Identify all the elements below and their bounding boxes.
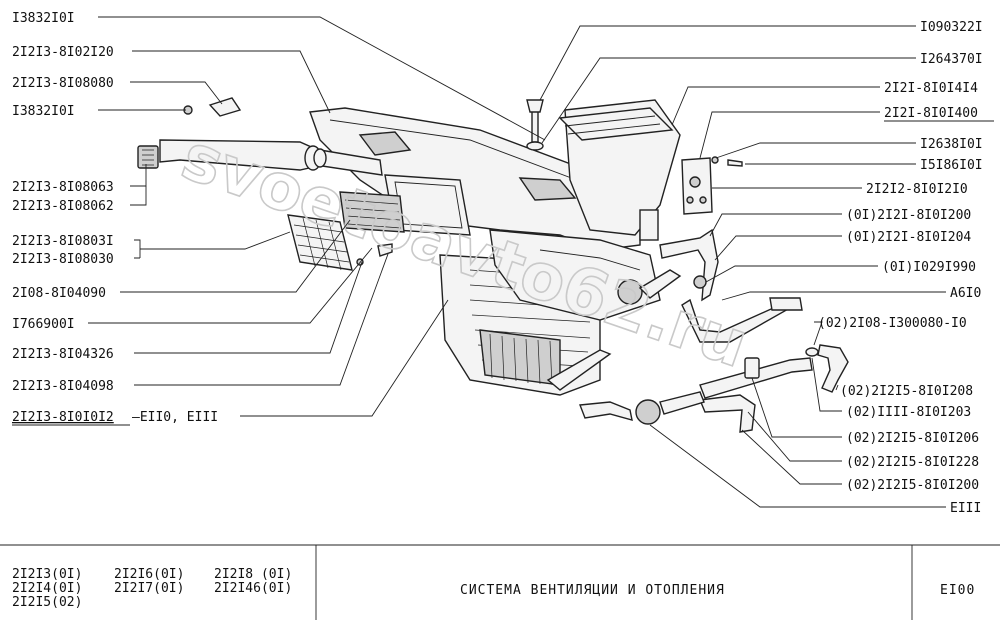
labels-right: I090322I I264370I 2I2I-8I0I4I4 2I2I-8I0I…: [818, 20, 994, 516]
leader-lines: [88, 16, 946, 508]
label-left-9: 2I08-8I04090: [12, 286, 106, 301]
front-vent-grille: [287, 214, 353, 271]
label-left-1: I3832I0I: [12, 11, 75, 26]
model-r1c2: 2I2I6(0I): [114, 567, 184, 582]
long-bolt: [531, 109, 539, 143]
label-left-13: 2I2I3-8I0I0I2: [12, 410, 114, 425]
hose-lower-2: [817, 344, 849, 393]
drawing-code: EI00: [940, 583, 975, 598]
labels-left: I3832I0I 2I2I3-8I02I20 2I2I3-8I08080 I38…: [12, 11, 218, 426]
label-left-5: 2I2I3-8I08063: [12, 180, 114, 195]
valve-lower: [635, 399, 661, 425]
model-r2c3: 2I2I46(0I): [214, 581, 292, 596]
label-right-4: 2I2I-8I0I400: [884, 106, 978, 121]
clip-small: [711, 156, 719, 164]
label-right-10: (0I)I029I990: [882, 260, 976, 275]
label-right-12: (02)2I08-I300080-I0: [818, 316, 967, 331]
label-left-11: 2I2I3-8I04326: [12, 347, 114, 362]
clip-lower: [377, 243, 393, 257]
model-r2c1: 2I2I4(0I): [12, 581, 82, 596]
label-left-12: 2I2I3-8I04098: [12, 379, 114, 394]
label-right-6: I5I86I0I: [920, 158, 983, 173]
title-block: 2I2I3(0I) 2I2I6(0I) 2I2I8 (0I) 2I2I4(0I)…: [0, 544, 1000, 620]
label-right-14: (02)IIII-8I0I203: [846, 405, 971, 420]
hose-clamp: [693, 275, 707, 289]
label-right-15: (02)2I2I5-8I0I206: [846, 431, 979, 446]
label-right-5: I2638I0I: [920, 137, 983, 152]
connector-tube: [744, 357, 760, 379]
side-vent-grille: [137, 145, 159, 169]
model-r1c1: 2I2I3(0I): [12, 567, 82, 582]
label-right-18: EIII: [950, 501, 981, 516]
heater-valve: [617, 279, 643, 305]
label-left-4: I3832I0I: [12, 104, 75, 119]
control-rod: [546, 349, 612, 391]
label-left-3: 2I2I3-8I08080: [12, 76, 114, 91]
bracket: [208, 97, 242, 117]
intake-bracket: [639, 209, 659, 241]
blower-case: [489, 229, 661, 321]
model-r1c3: 2I2I8 (0I): [214, 567, 292, 582]
screw-small: [727, 159, 743, 167]
label-left-13-suffix: –EII0, EIII: [132, 410, 218, 425]
label-right-17: (02)2I2I5-8I0I200: [846, 478, 979, 493]
label-right-16: (02)2I2I5-8I0I228: [846, 455, 979, 470]
label-right-11: A6I0: [950, 286, 981, 301]
air-deflector: [339, 191, 405, 233]
label-right-2: I264370I: [920, 52, 983, 67]
label-right-7: 2I2I2-8I0I2I0: [866, 182, 968, 197]
label-left-10: I766900I: [12, 317, 75, 332]
label-right-8: (0I)2I2I-8I0I200: [846, 208, 971, 223]
label-right-3: 2I2I-8I0I4I4: [884, 81, 978, 96]
model-r3c1: 2I2I5(02): [12, 595, 82, 610]
label-left-6: 2I2I3-8I08062: [12, 199, 114, 214]
label-left-8: 2I2I3-8I08030: [12, 252, 114, 267]
panel-vent-2: [518, 177, 577, 201]
panel-vent-1: [358, 131, 412, 156]
model-r2c2: 2I2I7(0I): [114, 581, 184, 596]
hose-lower-4: [579, 401, 633, 421]
label-left-2: 2I2I3-8I02I20: [12, 45, 114, 60]
label-right-1: I090322I: [920, 20, 983, 35]
label-left-7: 2I2I3-8I0803I: [12, 234, 114, 249]
washer: [526, 141, 544, 151]
hose-lower-3: [698, 394, 756, 433]
label-right-9: (0I)2I2I-8I0I204: [846, 230, 971, 245]
drawing-title: СИСТЕМА ВЕНТИЛЯЦИИ И ОТОПЛЕНИЯ: [460, 583, 725, 598]
assembly-drawing: [137, 97, 849, 433]
label-right-13: (02)2I2I5-8I0I208: [840, 384, 973, 399]
